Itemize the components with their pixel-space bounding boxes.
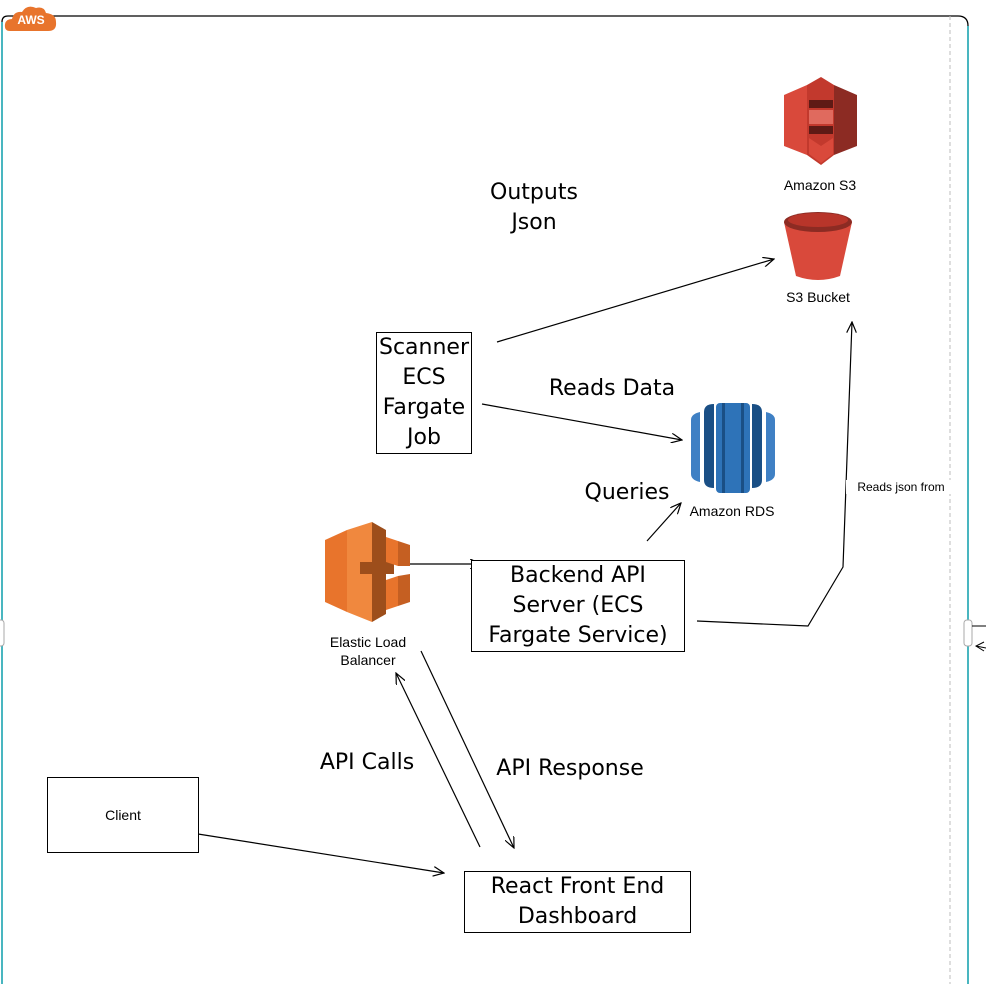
arrow-scanner-to-s3 [496,259,774,343]
arrow-client-to-react [197,833,444,873]
client-label: Client [105,807,141,823]
label-queries: Queries [584,480,670,505]
elastic-load-balancer-icon [325,522,410,622]
scanner-ecs-fargate-job-box[interactable]: Scanner ECS Fargate Job [376,332,472,454]
backend-api-server-box[interactable]: Backend API Server (ECS Fargate Service) [471,560,685,652]
arrow-elb-to-react [420,650,514,848]
left-handle [0,619,5,647]
scanner-label: Scanner ECS Fargate Job [378,335,469,450]
elb-caption: Elastic Load Balancer [329,634,407,668]
aws-cloud-icon [4,6,57,32]
label-api-response: API Response [496,756,644,781]
arrow-backend-to-rds [646,503,681,542]
client-box[interactable]: Client [47,777,199,853]
aws-badge-label: AWS [17,13,45,27]
s3-bucket-caption: S3 Bucket [786,289,850,305]
offscreen-arrow [975,645,986,649]
s3-bucket-icon [784,212,852,280]
aws-group-border [1,15,969,984]
amazon-rds-icon [691,403,775,493]
react-front-end-dashboard-box[interactable]: React Front End Dashboard [464,871,691,933]
amazon-s3-icon [784,77,857,165]
arrow-backend-to-s3 [696,322,852,627]
amazon-s3-caption: Amazon S3 [783,177,857,193]
amazon-rds-caption: Amazon RDS [689,503,775,519]
arrow-scanner-to-rds [481,403,682,440]
backend-label: Backend API Server (ECS Fargate Service) [488,563,668,648]
offscreen-arrowhead [974,641,985,652]
right-handle [963,619,973,647]
arrow-react-to-elb [396,673,481,848]
label-reads-json-from: Reads json from [846,480,956,494]
label-api-calls: API Calls [319,750,415,775]
react-label: React Front End Dashboard [490,874,665,929]
label-outputs-json: Outputs Json [490,180,578,235]
label-reads-data: Reads Data [548,376,676,401]
